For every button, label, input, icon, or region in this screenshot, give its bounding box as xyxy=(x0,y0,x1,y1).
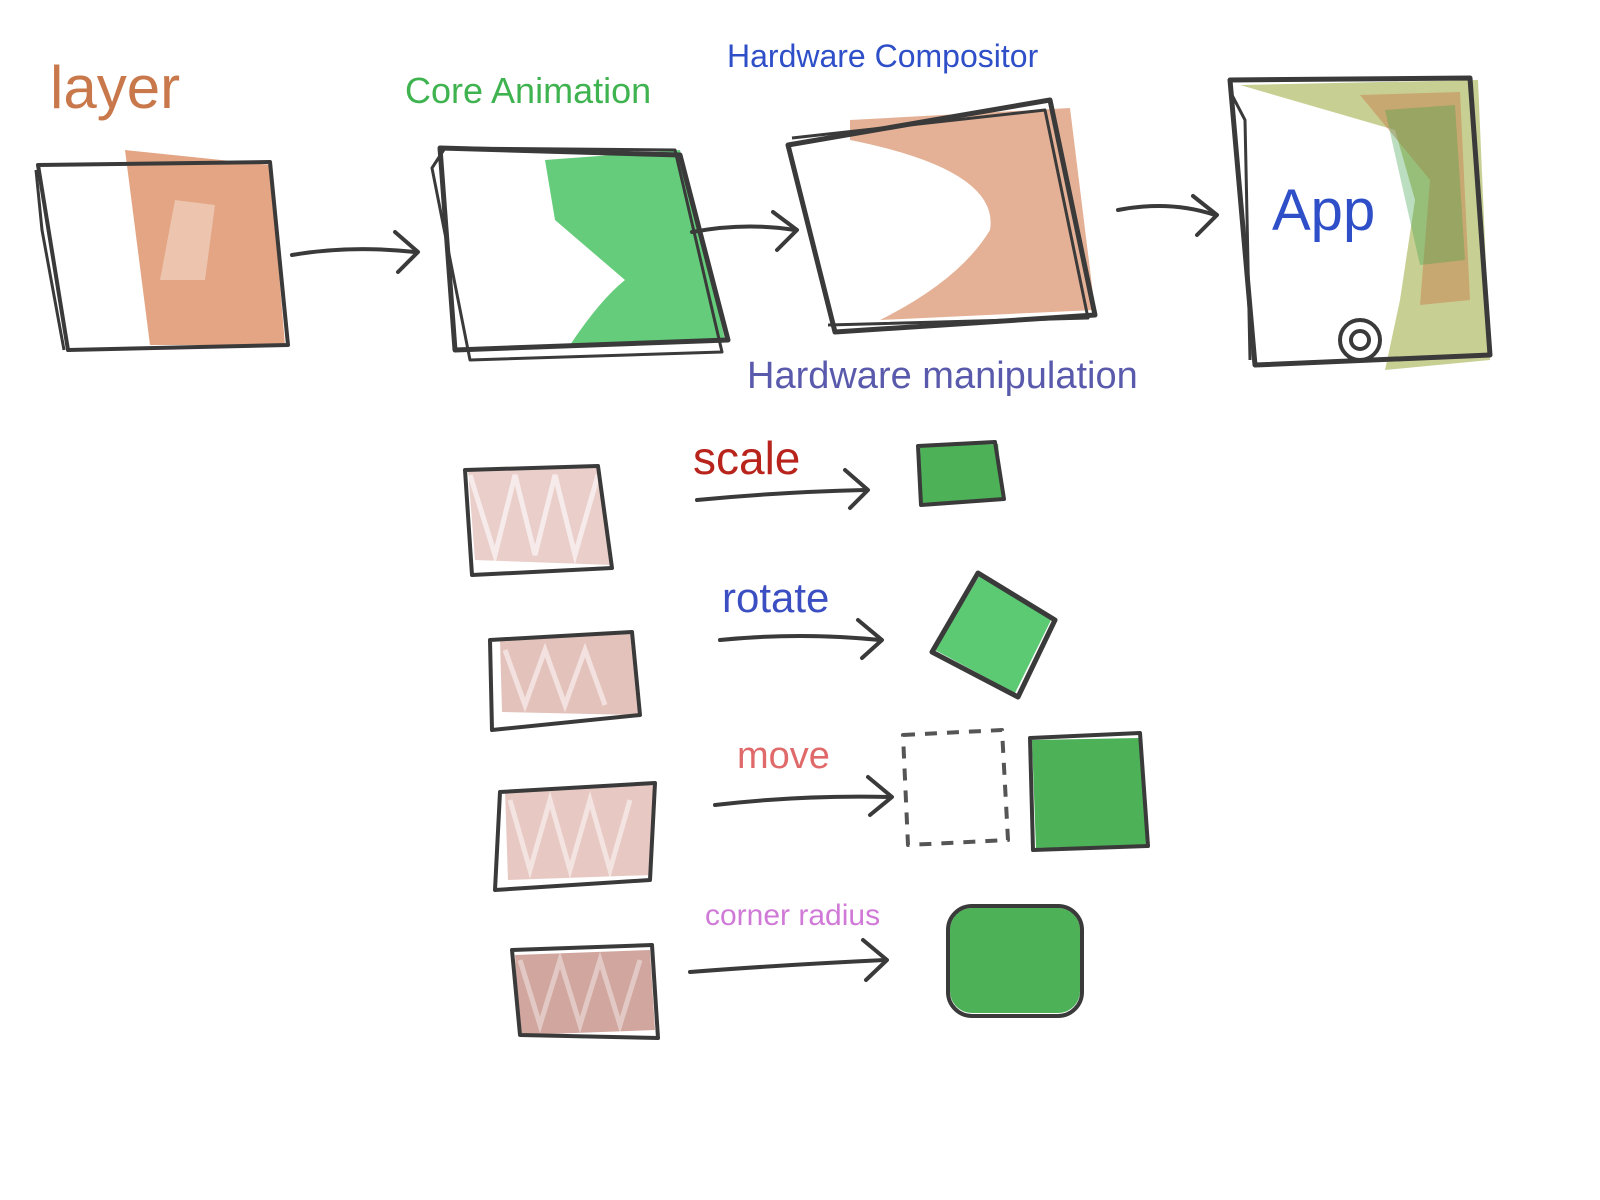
hardware-compositor-label: Hardware Compositor xyxy=(727,38,1039,74)
hardware-manipulation-label: Hardware manipulation xyxy=(747,355,1138,397)
arrow-compositor-to-app xyxy=(1116,194,1219,237)
app-label: App xyxy=(1272,178,1375,243)
scale-label: scale xyxy=(693,432,800,484)
rotate-label: rotate xyxy=(722,574,829,621)
move-source-box xyxy=(493,781,657,892)
scale-arrow xyxy=(695,468,870,510)
rotate-result-box xyxy=(929,570,1058,700)
layer-label: layer xyxy=(50,54,180,121)
rotate-source-box xyxy=(488,630,642,732)
move-arrow xyxy=(713,775,894,817)
corner-radius-result-box xyxy=(946,904,1084,1018)
corner-radius-label: corner radius xyxy=(705,899,880,932)
arrow-core-animation-to-compositor xyxy=(690,210,799,252)
corner-radius-arrow xyxy=(688,938,889,982)
rotate-arrow xyxy=(718,618,884,660)
core-animation-label: Core Animation xyxy=(405,70,651,111)
hardware-compositor-box xyxy=(785,97,1098,335)
move-result-box xyxy=(1028,731,1150,852)
app-box xyxy=(1227,75,1493,370)
corner-radius-source-box xyxy=(510,943,660,1040)
core-animation-box xyxy=(430,145,731,362)
scale-result-box xyxy=(916,440,1006,507)
move-label: move xyxy=(737,735,830,777)
layer-box xyxy=(34,150,290,352)
move-ghost-box xyxy=(901,728,1010,847)
home-button-icon xyxy=(1338,318,1382,362)
arrow-layer-to-core-animation xyxy=(290,230,420,274)
scale-source-box xyxy=(463,464,614,577)
